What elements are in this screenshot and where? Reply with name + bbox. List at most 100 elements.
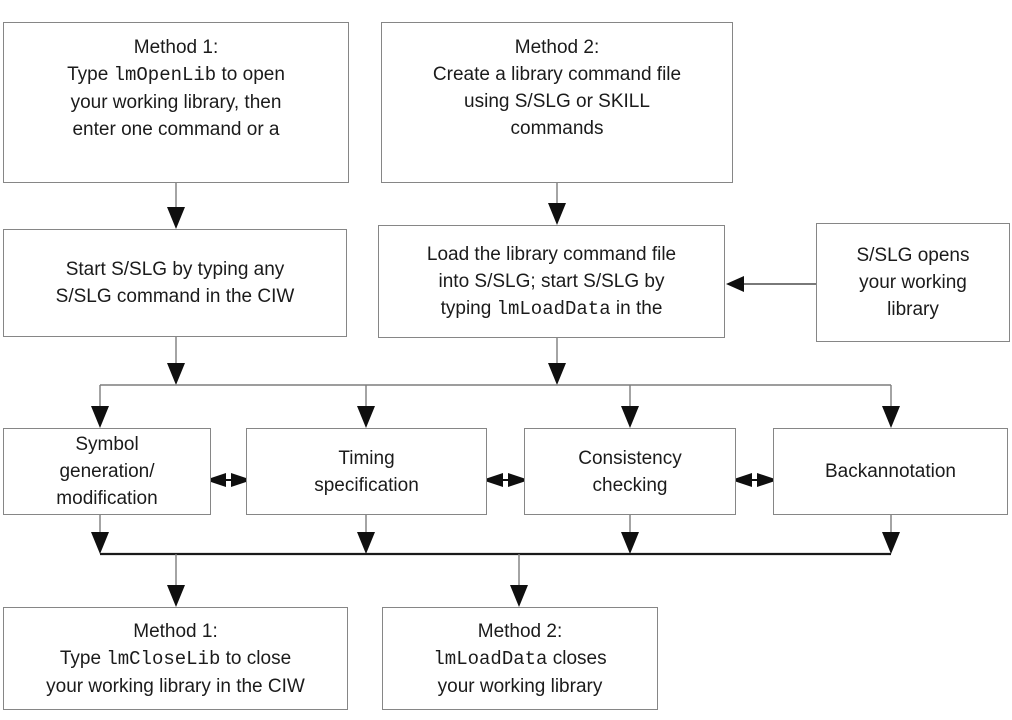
arrowhead-left-icon	[726, 276, 744, 292]
lower-bus-to-method2-close	[510, 554, 528, 607]
box-text-line: Consistency	[578, 445, 682, 472]
arrowhead-down-icon	[882, 532, 900, 554]
bus-drop-to-backannotation	[882, 385, 900, 428]
text-segment: Type	[59, 647, 107, 669]
text-segment: checking	[592, 474, 668, 496]
box-text-line: your working library, then	[71, 89, 282, 116]
arrowhead-down-icon	[621, 406, 639, 428]
double-arrow-symbol-timing	[205, 473, 252, 487]
consistency-to-lower-bus	[621, 515, 639, 554]
text-segment: S/SLG opens	[856, 245, 970, 266]
text-segment: Start S/SLG by typing any	[65, 259, 285, 280]
box-text-line: S/SLG command in the CIW	[56, 283, 295, 310]
arrowhead-down-icon	[548, 203, 566, 225]
text-segment: your working	[859, 272, 967, 293]
box-text-line: Load the library command file	[427, 241, 676, 268]
bus-drop-to-consistency	[621, 385, 639, 428]
text-segment: your working library, then	[70, 92, 282, 113]
text-segment: library	[887, 299, 939, 320]
arrow-load-file-to-bus	[548, 338, 566, 385]
bus-drop-to-timing	[357, 385, 375, 428]
box-text-line: S/SLG opens	[856, 242, 969, 269]
box-text-line: your working library in the CIW	[46, 673, 305, 700]
text-segment: in the	[610, 297, 663, 319]
bus-drop-to-symbol	[91, 385, 109, 428]
arrow-sslg-opens-to-load-file	[726, 276, 816, 292]
command-text: lmLoadData	[433, 647, 548, 670]
text-segment: Consistency	[578, 447, 682, 469]
text-segment: closes	[547, 647, 607, 669]
box-backannotation: Backannotation	[773, 428, 1008, 515]
symbol-to-lower-bus	[91, 515, 109, 554]
text-segment: modification	[56, 488, 158, 509]
lower-bus-to-method1-close	[167, 554, 185, 607]
box-text-line: Create a library command file	[433, 61, 681, 88]
text-segment: using S/SLG or SKILL	[464, 91, 650, 112]
text-segment: Create a library command file	[432, 64, 682, 85]
box-text-line: commands	[511, 115, 604, 142]
box-text-line: into S/SLG; start S/SLG by	[439, 268, 665, 295]
double-arrow-consistency-backannotation	[731, 473, 778, 487]
text-segment: to close	[220, 647, 292, 669]
command-text: lmOpenLib	[113, 64, 217, 86]
text-segment: Type	[67, 64, 114, 85]
arrowhead-down-icon	[91, 406, 109, 428]
text-segment: generation/	[59, 461, 155, 482]
box-text-line: Type lmCloseLib to close	[60, 645, 291, 673]
box-text-line: lmLoadData closes	[433, 645, 606, 673]
box-method2-create-command-file: Method 2: Create a library command file us…	[381, 22, 733, 183]
text-segment: into S/SLG; start S/SLG by	[438, 270, 665, 292]
box-text-line: your working	[859, 269, 967, 296]
arrowhead-down-icon	[510, 585, 528, 607]
text-segment: S/SLG command in the CIW	[55, 286, 295, 307]
text-segment: typing	[440, 297, 497, 319]
box-text-line: your working library	[438, 673, 603, 700]
box-text-line: Type lmOpenLib to open	[67, 61, 285, 89]
box-text-line: specification	[314, 472, 419, 499]
text-segment: Symbol	[75, 434, 139, 455]
box-text-line: modification	[56, 485, 157, 512]
box-text-line: Symbol	[75, 431, 138, 458]
box-symbol-generation: Symbol generation/modification	[3, 428, 211, 515]
text-segment: Method 1:	[133, 620, 218, 642]
arrowhead-down-icon	[167, 363, 185, 385]
text-segment: your working library in the CIW	[46, 675, 305, 697]
arrowhead-down-icon	[548, 363, 566, 385]
text-segment: Backannotation	[825, 461, 956, 482]
box-timing-specification: Timing specification	[246, 428, 487, 515]
arrowhead-down-icon	[167, 585, 185, 607]
box-sslg-opens-library: S/SLG opens your working library	[816, 223, 1010, 342]
arrow-method2-to-load-file	[548, 183, 566, 225]
text-segment: Timing	[338, 447, 395, 469]
box-consistency-checking: Consistency checking	[524, 428, 736, 515]
command-text: lmCloseLib	[106, 647, 221, 670]
box-method1-open-library: Method 1: Type lmOpenLib to open your work…	[3, 22, 349, 183]
arrowhead-down-icon	[357, 406, 375, 428]
text-segment: your working library	[437, 675, 603, 697]
arrowhead-down-icon	[882, 406, 900, 428]
timing-to-lower-bus	[357, 515, 375, 554]
text-segment: Method 2:	[514, 37, 600, 58]
box-text-line: enter one command or a	[72, 116, 279, 143]
box-text-line: generation/	[59, 458, 154, 485]
box-text-line: using S/SLG or SKILL	[464, 88, 650, 115]
command-text: lmLoadData	[496, 297, 611, 320]
arrowhead-down-icon	[167, 207, 185, 229]
box-text-line: Method 2:	[515, 34, 600, 61]
box-text-line: Backannotation	[825, 458, 956, 485]
box-text-line: Method 1:	[134, 34, 219, 61]
backannotation-to-lower-bus	[882, 515, 900, 554]
arrowhead-down-icon	[357, 532, 375, 554]
box-text-line: Timing	[338, 445, 394, 472]
text-segment: Method 1:	[133, 37, 219, 58]
arrow-start-sslg-to-bus	[167, 337, 185, 385]
box-text-line: typing lmLoadData in the	[441, 295, 663, 323]
text-segment: specification	[314, 474, 419, 496]
text-segment: Method 2:	[477, 620, 563, 642]
box-text-line: checking	[593, 472, 668, 499]
box-text-line: Method 2:	[478, 618, 563, 645]
